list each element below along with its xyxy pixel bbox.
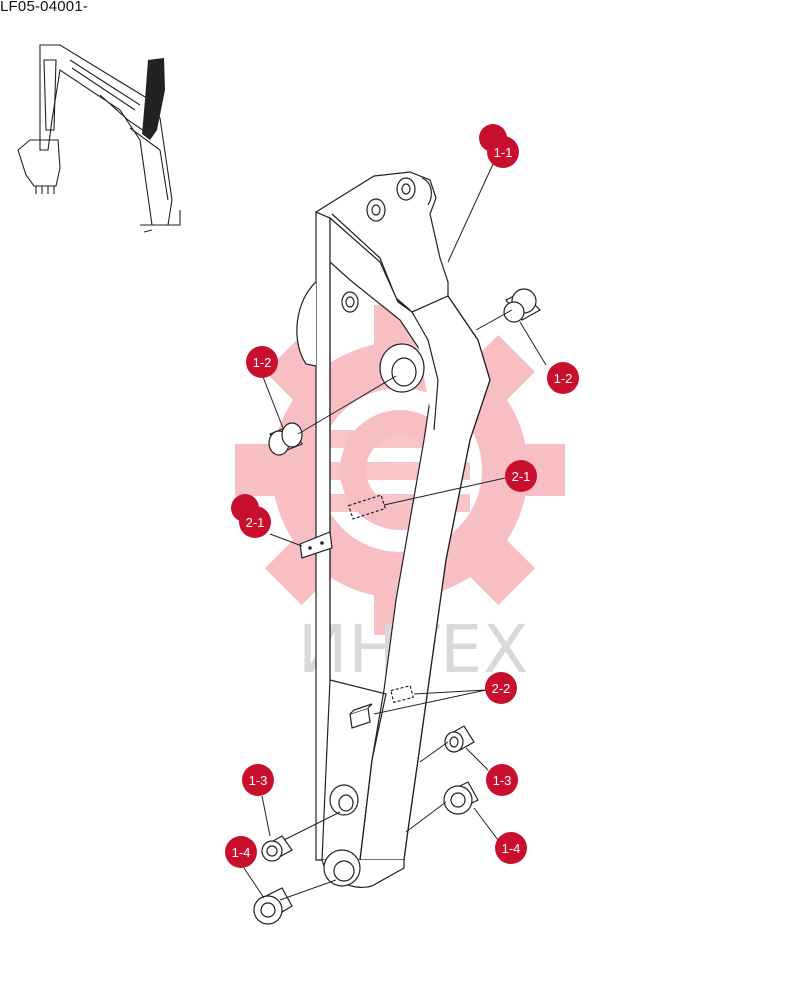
flange-bushing-1-4-right xyxy=(443,781,479,815)
svg-text:2-2: 2-2 xyxy=(492,681,511,696)
callout-1-3-right: 1-3 xyxy=(486,764,518,796)
svg-text:1-3: 1-3 xyxy=(249,773,268,788)
callout-2-2: 2-2 xyxy=(485,672,517,704)
callout-1-3-left: 1-3 xyxy=(242,764,274,796)
svg-text:1-2: 1-2 xyxy=(253,355,272,370)
callout-1-4-right: 1-4 xyxy=(495,832,527,864)
svg-text:2-1: 2-1 xyxy=(246,515,265,530)
dipper-arm xyxy=(296,171,491,888)
wear-plate-2-2 xyxy=(349,703,373,729)
svg-text:1-4: 1-4 xyxy=(502,841,521,856)
flange-bushing-1-4-left xyxy=(253,887,293,925)
svg-text:1-4: 1-4 xyxy=(232,845,251,860)
page-code: LF05-04001- xyxy=(0,0,89,15)
leader-lines xyxy=(243,163,547,901)
bushing-1-2-left xyxy=(268,422,303,456)
thumbnail-highlight xyxy=(142,58,165,140)
svg-text:1-2: 1-2 xyxy=(554,371,573,386)
callout-1-1: 1-1 xyxy=(479,124,519,168)
bushing-1-2-right xyxy=(503,288,541,323)
callout-1-2-right: 1-2 xyxy=(547,362,579,394)
bushing-1-3-left xyxy=(261,835,293,862)
callout-1-2-left: 1-2 xyxy=(246,346,278,378)
callout-2-1-right: 2-1 xyxy=(505,460,537,492)
wear-plate-2-1 xyxy=(299,531,333,559)
svg-text:2-1: 2-1 xyxy=(512,469,531,484)
bushing-1-3-right xyxy=(444,725,475,753)
callout-1-4-left: 1-4 xyxy=(225,836,257,868)
excavator-thumbnail xyxy=(17,44,181,233)
callout-2-1-left: 2-1 xyxy=(231,494,271,538)
svg-text:1-1: 1-1 xyxy=(494,145,513,160)
svg-text:1-3: 1-3 xyxy=(493,773,512,788)
